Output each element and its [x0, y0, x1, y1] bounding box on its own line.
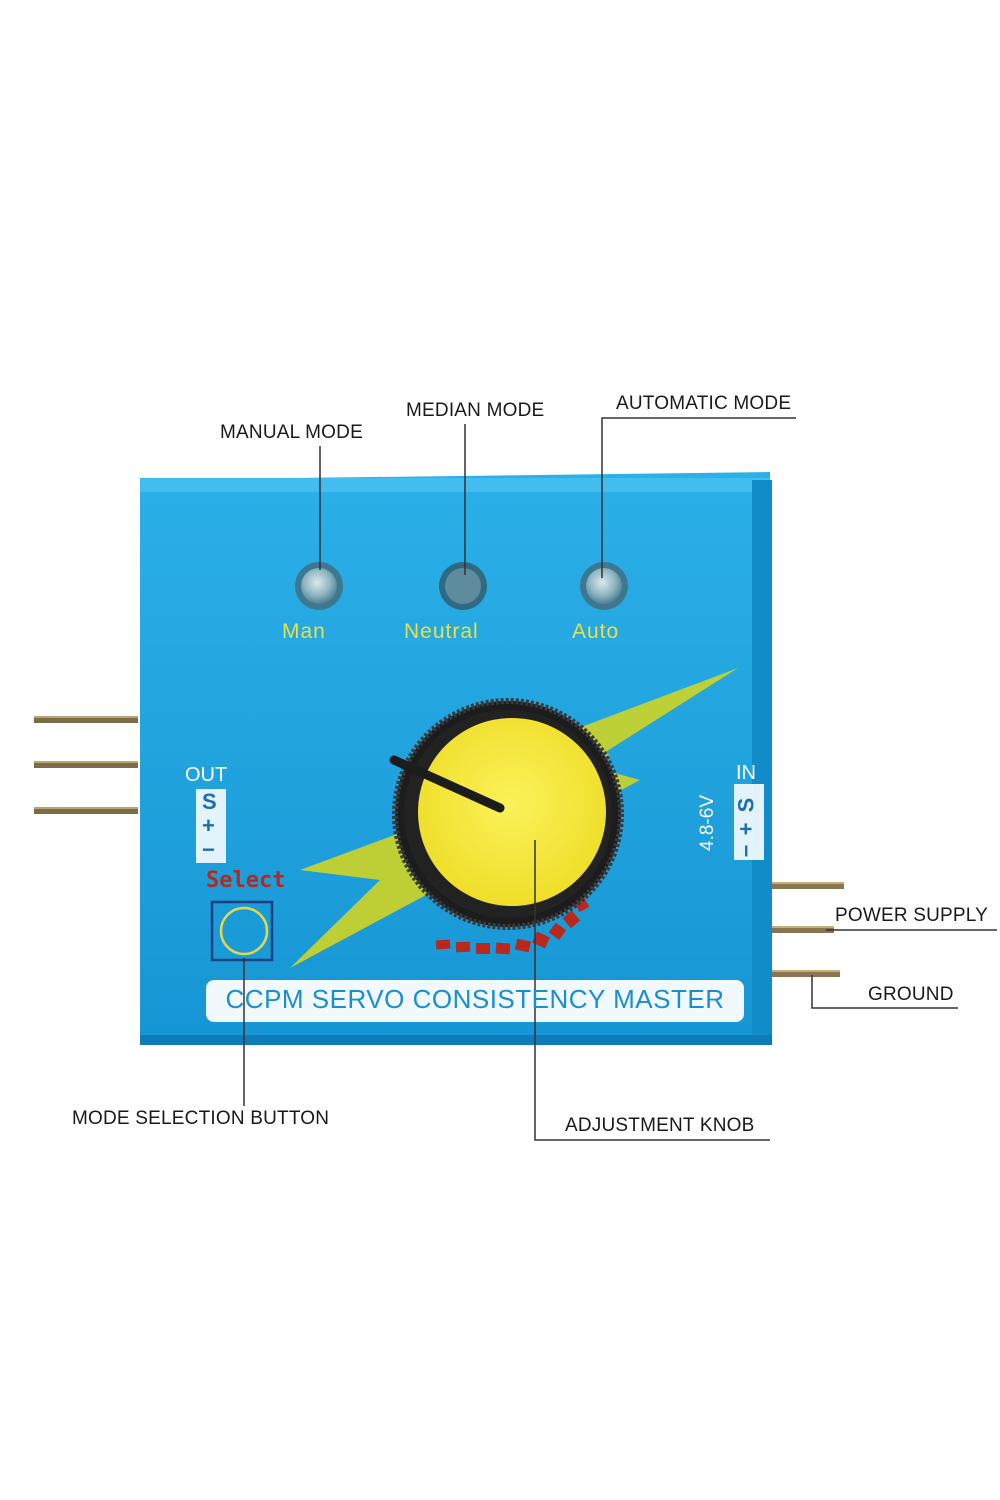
- in-pin-plus: +: [733, 822, 759, 836]
- in-pin-header: [768, 882, 844, 977]
- callout-manual-mode: MANUAL MODE: [220, 422, 363, 443]
- callout-ground: GROUND: [868, 984, 954, 1005]
- in-label: IN: [736, 762, 756, 784]
- in-pin-minus: −: [733, 844, 759, 858]
- out-pin-header: [34, 716, 138, 814]
- led-manual: [295, 562, 343, 610]
- out-pin-s: S: [202, 789, 217, 814]
- in-marking-box: [734, 784, 764, 860]
- led-label-neutral: Neutral: [404, 620, 479, 643]
- led-neutral: [439, 562, 487, 610]
- callout-automatic-mode: AUTOMATIC MODE: [616, 393, 792, 414]
- out-pin-minus: −: [202, 837, 215, 862]
- out-label: OUT: [185, 764, 228, 786]
- out-marking-box: [196, 789, 226, 863]
- knob-range-arc: [435, 896, 590, 955]
- product-name: CCPM SERVO CONSISTENCY MASTER: [225, 984, 725, 1014]
- led-label-auto: Auto: [572, 620, 620, 643]
- callout-leader-lines: [243, 417, 997, 1141]
- product-name-banner: [206, 980, 744, 1022]
- callout-median-mode: MEDIAN MODE: [406, 400, 545, 421]
- mode-select-button: [210, 900, 274, 962]
- in-pin-s: S: [733, 797, 759, 813]
- adjustment-knob: [389, 698, 624, 930]
- out-pin-plus: +: [202, 813, 215, 838]
- led-label-manual: Man: [282, 620, 326, 643]
- select-label: Select: [206, 868, 286, 893]
- voltage-label: 4.8-6V: [696, 795, 718, 851]
- led-auto: [580, 562, 628, 610]
- callout-adjustment-knob: ADJUSTMENT KNOB: [565, 1115, 755, 1136]
- callout-mode-selection-button: MODE SELECTION BUTTON: [72, 1108, 330, 1129]
- callout-power-supply: POWER SUPPLY: [835, 905, 989, 926]
